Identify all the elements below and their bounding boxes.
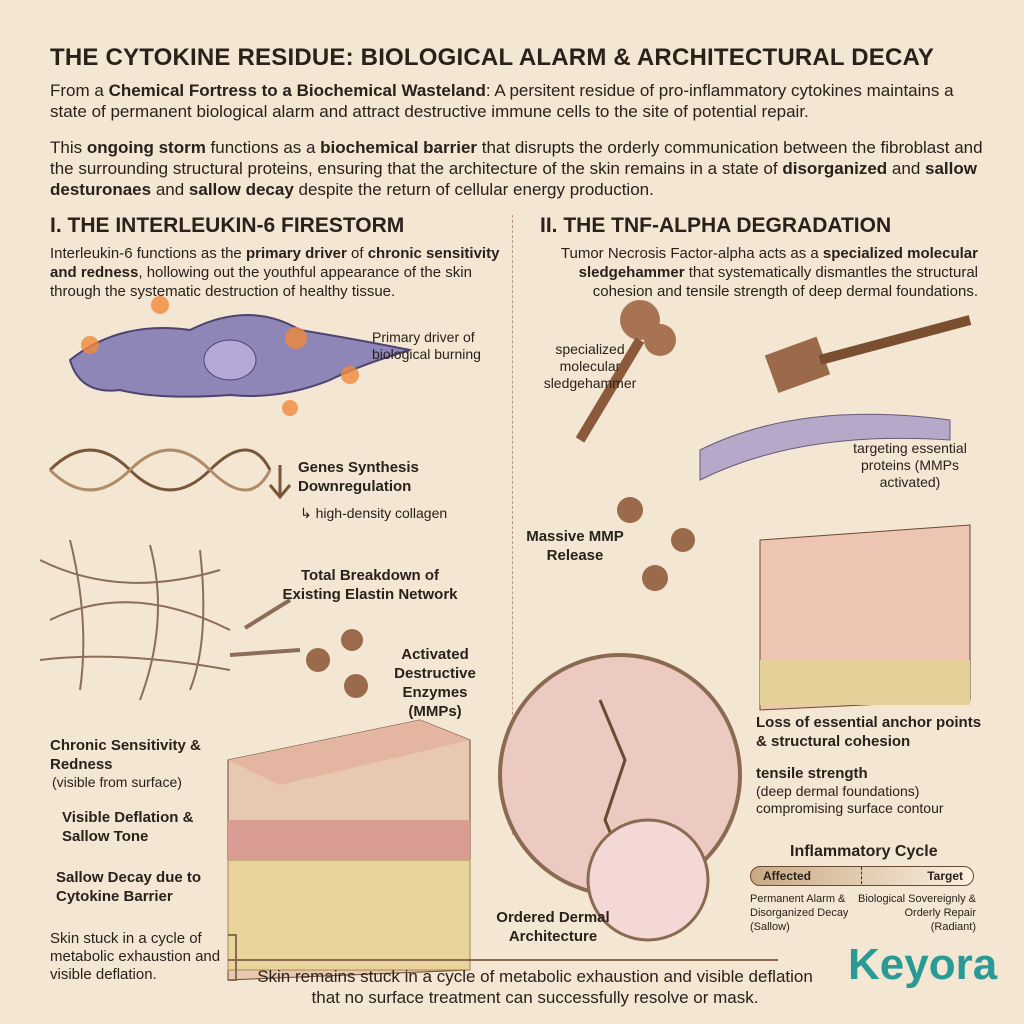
- footer-caption: Skin remains stuck in a cycle of metabol…: [257, 967, 813, 1007]
- tensile-label: tensile strength: [756, 765, 868, 782]
- cycle-gradient-bar: Affected Target: [750, 866, 974, 886]
- intro-paragraph-2: This ongoing storm functions as a bioche…: [50, 138, 983, 199]
- il6-description: Interleukin-6 functions as the primary d…: [50, 245, 500, 300]
- page-title: THE CYTOKINE RESIDUE: BIOLOGICAL ALARM &…: [50, 44, 935, 71]
- enzyme-gears: [306, 497, 695, 698]
- section-heading-il6: I. THE INTERLEUKIN-6 FIRESTORM: [50, 214, 405, 237]
- collagen-label: ↳ high-density collagen: [300, 505, 448, 521]
- skin-block-left: [227, 719, 471, 981]
- hammer-label: specialized molecular sledgehammer: [543, 341, 637, 391]
- genes-label: Genes Synthesis Downregulation: [298, 459, 419, 495]
- inflamed-cell-illustration: [68, 296, 411, 416]
- tnf-description: Tumor Necrosis Factor-alpha acts as a sp…: [560, 245, 978, 300]
- intro-paragraph-1: From a Chemical Fortress to a Biochemica…: [50, 81, 954, 121]
- mmp-label: Massive MMP Release: [526, 528, 624, 564]
- enzymes-label: Activated Destructive Enzymes (MMPs): [394, 646, 476, 720]
- cell-label: Primary driver of biological burning: [372, 329, 481, 362]
- tensile-sub: (deep dermal foundations) compromising s…: [756, 783, 944, 816]
- dna-helix-illustration: [48, 448, 292, 500]
- cycle-midline: [861, 867, 862, 884]
- cycle-right-text: Biological Sovereignly & Orderly Repair …: [858, 893, 977, 933]
- deflation-label: Visible Deflation & Sallow Tone: [62, 809, 194, 845]
- elastin-label: Total Breakdown of Existing Elastin Netw…: [282, 567, 458, 603]
- stuck-caption: Skin stuck in a cycle of metabolic exhau…: [50, 930, 221, 983]
- skin-block-right: [759, 524, 971, 711]
- ordered-label: Ordered Dermal Architecture: [496, 909, 610, 945]
- sledgehammer-illustration: [575, 300, 972, 481]
- section-divider: [512, 215, 513, 835]
- cycle-bracket: [228, 934, 778, 981]
- chronic-sub: (visible from surface): [52, 774, 182, 790]
- cycle-title: Inflammatory Cycle: [790, 843, 938, 860]
- cycle-left-text: Permanent Alarm & Disorganized Decay (Sa…: [750, 893, 849, 933]
- affected-label: Affected: [763, 869, 812, 883]
- section-heading-tnf: II. THE TNF-ALPHA DEGRADATION: [540, 214, 892, 237]
- sallow-label: Sallow Decay due to Cytokine Barrier: [56, 869, 202, 905]
- targeting-label: targeting essential proteins (MMPs activ…: [853, 440, 967, 490]
- broken-elastin-network: [39, 539, 301, 701]
- keyora-logo: Keyora: [848, 940, 998, 989]
- target-label: Target: [927, 869, 963, 883]
- magnified-dermis: [498, 653, 742, 942]
- anchor-label: Loss of essential anchor points & struct…: [756, 714, 982, 750]
- chronic-label: Chronic Sensitivity & Redness: [50, 737, 201, 773]
